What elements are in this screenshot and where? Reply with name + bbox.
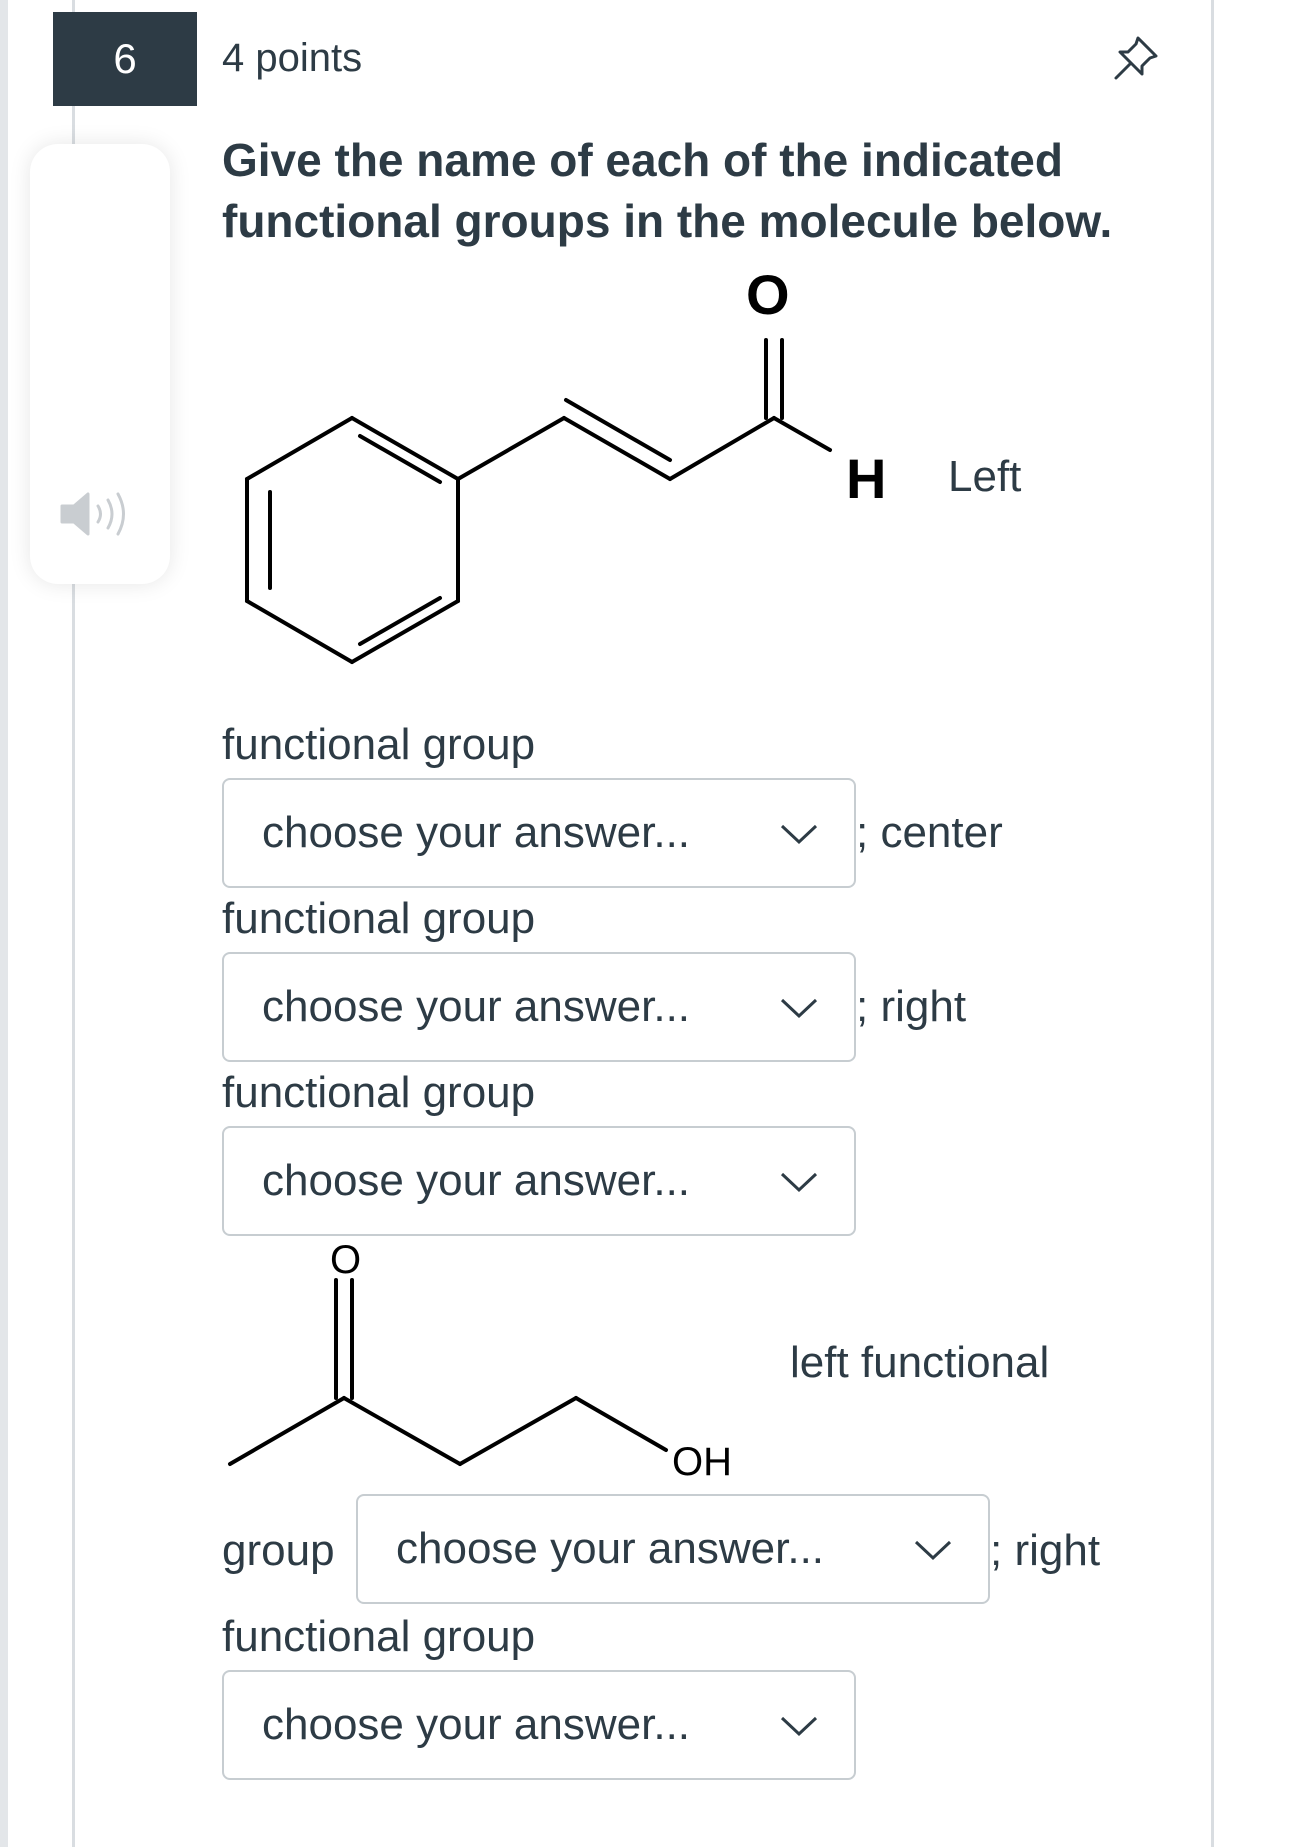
field-4-suffix: ; right: [990, 1526, 1101, 1575]
dropdown-3-value: choose your answer...: [262, 1156, 691, 1205]
field-1-suffix: ; center: [856, 808, 1003, 857]
chevron-down-icon: [914, 1540, 952, 1561]
field-4-prefix-right: left functional: [790, 1338, 1050, 1387]
pin-icon[interactable]: [1108, 30, 1164, 86]
field-1-prefix: functional group: [222, 720, 536, 769]
outer-frame-edge: [0, 0, 8, 1847]
atom-oxygen-label: O: [746, 263, 790, 326]
dropdown-5-value: choose your answer...: [262, 1700, 691, 1749]
dropdown-2-value: choose your answer...: [262, 982, 691, 1031]
atom-oxygen-label-2: O: [330, 1238, 362, 1282]
chevron-down-icon: [780, 998, 818, 1019]
answer-dropdown-5[interactable]: choose your answer...: [222, 1670, 856, 1780]
chevron-down-icon: [780, 1716, 818, 1737]
question-prompt: Give the name of each of the indicated f…: [222, 134, 1113, 247]
atom-hydroxyl-label: OH: [672, 1440, 732, 1484]
atom-hydrogen-label: H: [846, 447, 887, 510]
field-2-suffix: ; right: [856, 982, 967, 1031]
left-label: Left: [948, 452, 1022, 501]
dropdown-1-value: choose your answer...: [262, 808, 691, 857]
molecule-structure-2: [228, 1278, 668, 1466]
field-5-prefix: functional group: [222, 1612, 536, 1661]
dropdown-4-value: choose your answer...: [396, 1524, 825, 1573]
chevron-down-icon: [780, 824, 818, 845]
answer-dropdown-1[interactable]: choose your answer...: [222, 778, 856, 888]
question-number-badge: 6: [53, 12, 197, 106]
field-3-prefix: functional group: [222, 1068, 536, 1117]
molecule-structure-1: [245, 338, 832, 664]
answer-dropdown-3[interactable]: choose your answer...: [222, 1126, 856, 1236]
field-2-prefix: functional group: [222, 894, 536, 943]
field-4-prefix: group: [222, 1526, 335, 1575]
question-points: 4 points: [222, 36, 363, 80]
speaker-icon[interactable]: [58, 484, 148, 544]
answer-dropdown-4[interactable]: choose your answer...: [356, 1494, 990, 1604]
answer-dropdown-2[interactable]: choose your answer...: [222, 952, 856, 1062]
chevron-down-icon: [780, 1172, 818, 1193]
